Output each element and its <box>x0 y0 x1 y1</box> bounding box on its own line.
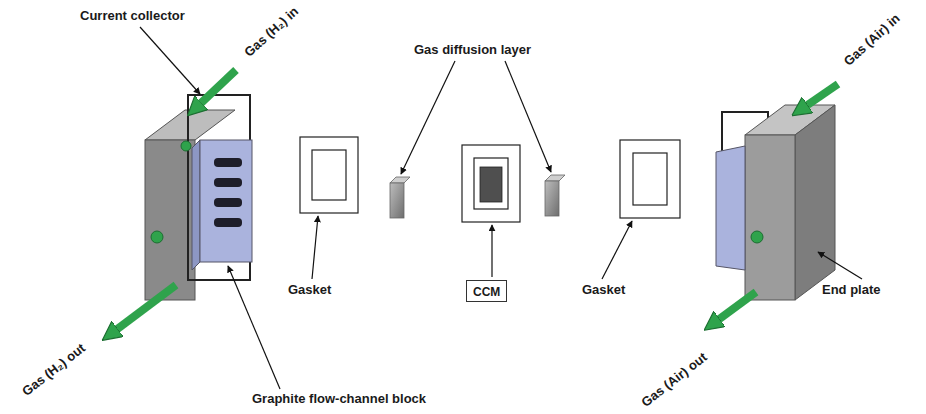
gas-flow-label: Gas (Air) out <box>638 349 710 410</box>
callout-label: Gas diffusion layer <box>414 42 531 58</box>
gas-flow-label: Gas (H₂) in <box>242 4 303 61</box>
callout-label: Current collector <box>80 8 185 24</box>
callout-label: End plate <box>822 282 881 298</box>
component-tag: CCM <box>466 280 507 302</box>
callout-label: Gasket <box>288 282 331 298</box>
callout-label: Graphite flow-channel block <box>252 391 426 407</box>
gas-flow-label: Gas (H₂) out <box>19 340 89 399</box>
callout-label: Gasket <box>582 282 625 298</box>
component-label: CCM <box>473 285 500 299</box>
gas-flow-label: Gas (Air) in <box>841 11 904 70</box>
